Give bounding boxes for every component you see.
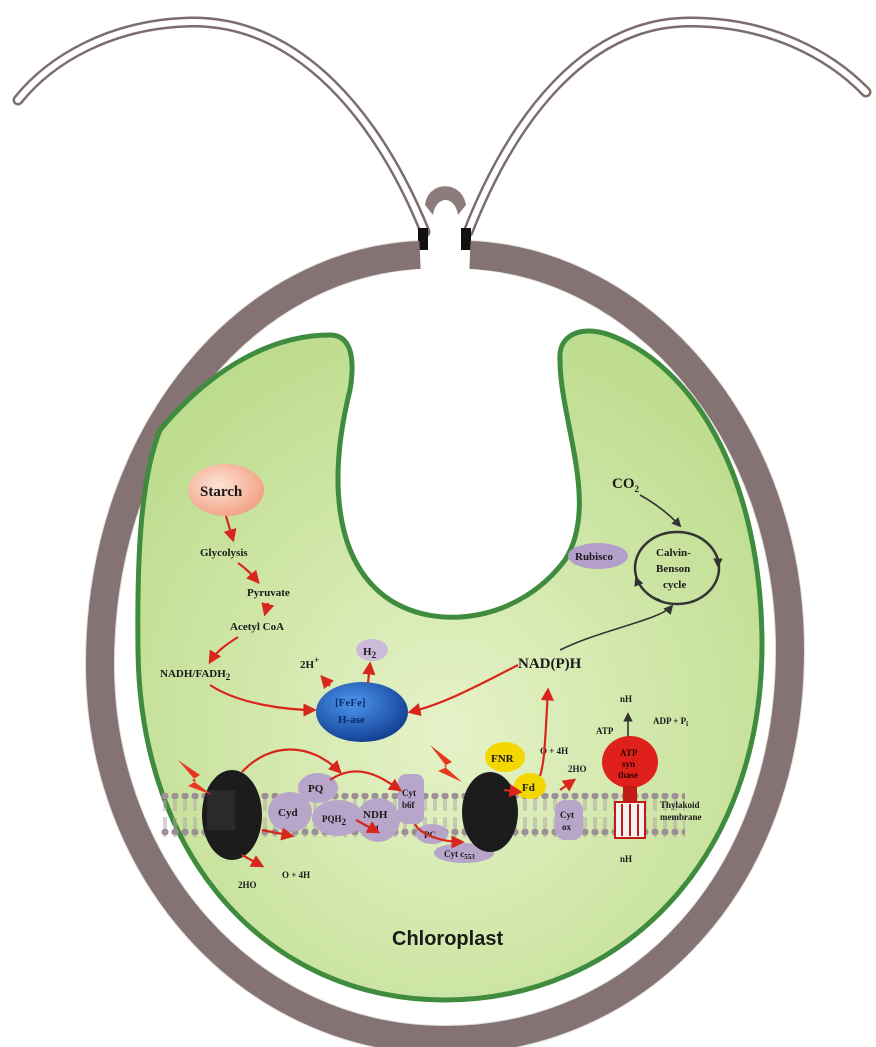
o2-4h-left-label: O + 4H: [282, 870, 310, 880]
rubisco-label: Rubisco: [575, 551, 613, 563]
hydrogenase-enzyme: [316, 682, 408, 742]
glycolysis-label: Glycolysis: [200, 547, 248, 559]
hydrogenase-label-2: H-ase: [338, 714, 365, 726]
starch-label: Starch: [200, 484, 243, 500]
cyt-ox-label-1: Cyt: [560, 810, 574, 820]
calvin-label-3: cycle: [663, 579, 686, 591]
nh-bottom-label: nH: [620, 854, 632, 864]
ndh-label: NDH: [363, 809, 388, 821]
fd-label: Fd: [522, 782, 535, 794]
two-h2o-left-label: 2HO: [238, 880, 257, 890]
cyd-label: Cyd: [278, 807, 298, 819]
nadh-fadh-label: NADH/FADH2: [160, 668, 231, 682]
cyt-b6f-label-2: b6f: [402, 800, 416, 810]
cyt-ox-protein: [555, 800, 583, 840]
thylakoid-label-1: Thylakoid: [660, 800, 700, 810]
calvin-label-2: Benson: [656, 563, 690, 575]
pq-label: PQ: [308, 783, 324, 795]
flagella: [18, 22, 866, 250]
cyt-b6f-protein: [398, 774, 424, 824]
acetyl-coa-label: Acetyl CoA: [230, 621, 284, 633]
fnr-label: FNR: [491, 753, 515, 765]
atp-label: ATP: [596, 726, 614, 736]
atp-synthase-label-1: ATP: [620, 748, 638, 758]
pyruvate-label: Pyruvate: [247, 587, 290, 599]
thylakoid-label-2: membrane: [660, 812, 702, 822]
photosystem-ii-core: [207, 790, 235, 830]
atp-synthase-label-3: thase: [618, 770, 638, 780]
cyt-b6f-label-1: Cyt: [402, 788, 416, 798]
chloroplast-label: Chloroplast: [392, 928, 503, 950]
nadph-label: NAD(P)H: [518, 656, 582, 672]
chloroplast: [138, 331, 762, 1000]
calvin-label-1: Calvin-: [656, 547, 691, 559]
atp-synthase-stalk: [623, 786, 637, 802]
cyt-ox-label-2: ox: [562, 822, 572, 832]
two-h2o-right-label: 2HO: [568, 764, 587, 774]
nh-top-label: nH: [620, 694, 632, 704]
photosystem-i: [462, 772, 518, 852]
hydrogenase-label-1: [FeFe]: [335, 697, 366, 709]
atp-synthase-label-2: syn: [622, 759, 635, 769]
